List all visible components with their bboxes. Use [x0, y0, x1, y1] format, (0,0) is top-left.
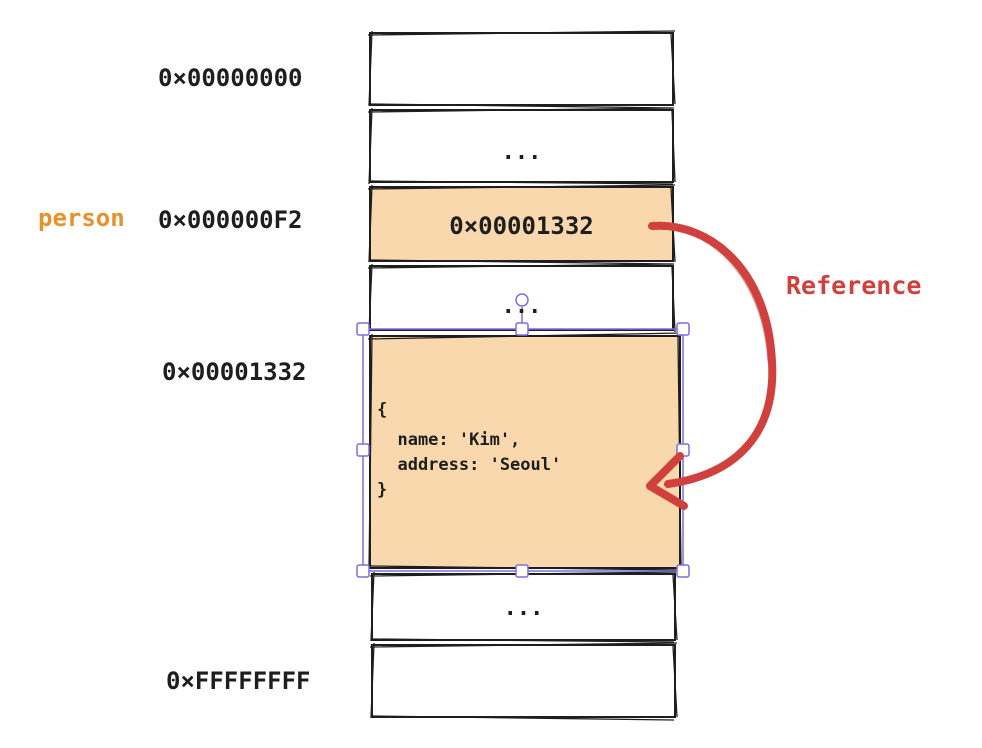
cell-ellipsis-3: ... — [503, 596, 544, 621]
object-line-name: name: 'Kim', — [377, 430, 521, 450]
reference-label: Reference — [786, 271, 922, 300]
resize-handle-top-left[interactable] — [356, 322, 370, 336]
resize-handle-top[interactable] — [515, 322, 529, 336]
cell-ellipsis-1: ... — [501, 140, 542, 165]
memory-cell-first — [367, 30, 676, 109]
variable-label-person: person — [38, 204, 125, 232]
memory-cell-last — [369, 642, 678, 721]
cell-person-value: 0×00001332 — [449, 212, 594, 240]
memory-cell-object — [367, 332, 683, 571]
cell-ellipsis-2: ... — [501, 294, 542, 319]
object-line-open: { — [377, 400, 388, 420]
resize-handle-bottom-right[interactable] — [676, 564, 690, 578]
memory-cell-ellipsis-1 — [367, 107, 676, 185]
resize-handle-top-right[interactable] — [676, 322, 690, 336]
memory-cell-ellipsis-3 — [369, 571, 678, 643]
resize-handle-left[interactable] — [356, 443, 370, 457]
memory-cell-person — [367, 184, 676, 265]
address-label-last: 0×FFFFFFFF — [166, 667, 311, 695]
rotate-handle[interactable] — [515, 293, 529, 307]
address-label-object: 0×00001332 — [162, 358, 307, 386]
object-line-close: } — [377, 480, 388, 500]
address-label-person: 0×000000F2 — [158, 206, 303, 234]
resize-handle-bottom[interactable] — [515, 564, 529, 578]
selection-frame[interactable] — [356, 293, 690, 578]
reference-arrow[interactable] — [646, 221, 777, 510]
address-label-first: 0×00000000 — [158, 64, 303, 92]
resize-handle-bottom-left[interactable] — [356, 564, 370, 578]
object-line-address: address: 'Seoul' — [377, 455, 562, 475]
